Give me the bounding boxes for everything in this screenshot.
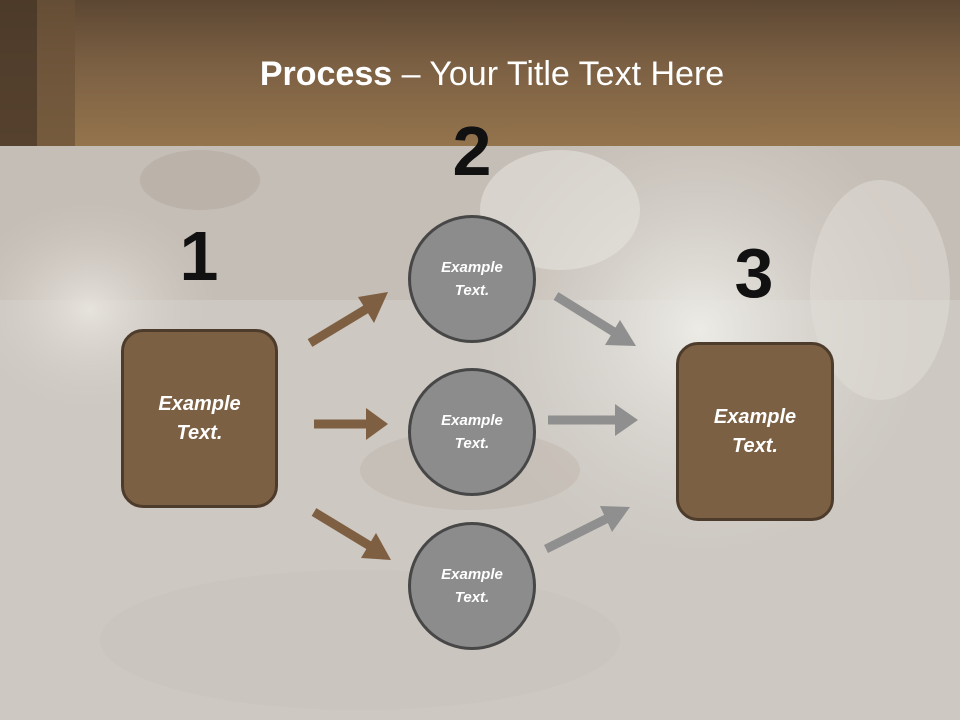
- title-rest: – Your Title Text Here: [392, 55, 725, 93]
- circle-node-2[interactable]: Example Text.: [408, 368, 536, 496]
- header-accent-stripe: [0, 0, 37, 146]
- step-box-3[interactable]: Example Text.: [676, 342, 834, 521]
- circle-node-2-text: Example Text.: [441, 412, 503, 452]
- step-number-1: 1: [179, 217, 219, 295]
- step-box-1-text: Example Text.: [158, 392, 241, 444]
- arrow-circle1-to-step3: [553, 292, 636, 346]
- step-number-2: 2: [452, 112, 492, 190]
- arrow-step1-to-circle2: [314, 408, 388, 440]
- header-accent-stripe-light: [37, 0, 75, 146]
- arrow-step1-to-circle3: [311, 508, 391, 560]
- arrow-step1-to-circle1: [307, 292, 388, 347]
- step-number-3: 3: [734, 234, 774, 312]
- arrow-circle2-to-step3: [548, 404, 638, 436]
- circle-node-3-text: Example Text.: [441, 566, 503, 606]
- circle-node-1-text: Example Text.: [441, 259, 503, 299]
- header-band: [0, 0, 960, 146]
- circle-node-3[interactable]: Example Text.: [408, 522, 536, 650]
- arrow-circle3-to-step3: [543, 506, 630, 554]
- slide-title: Process – Your Title Text Here: [0, 52, 960, 96]
- title-bold: Process: [259, 55, 393, 93]
- circle-node-1[interactable]: Example Text.: [408, 215, 536, 343]
- step-box-1[interactable]: Example Text.: [121, 329, 278, 508]
- step-box-3-text: Example Text.: [713, 405, 797, 457]
